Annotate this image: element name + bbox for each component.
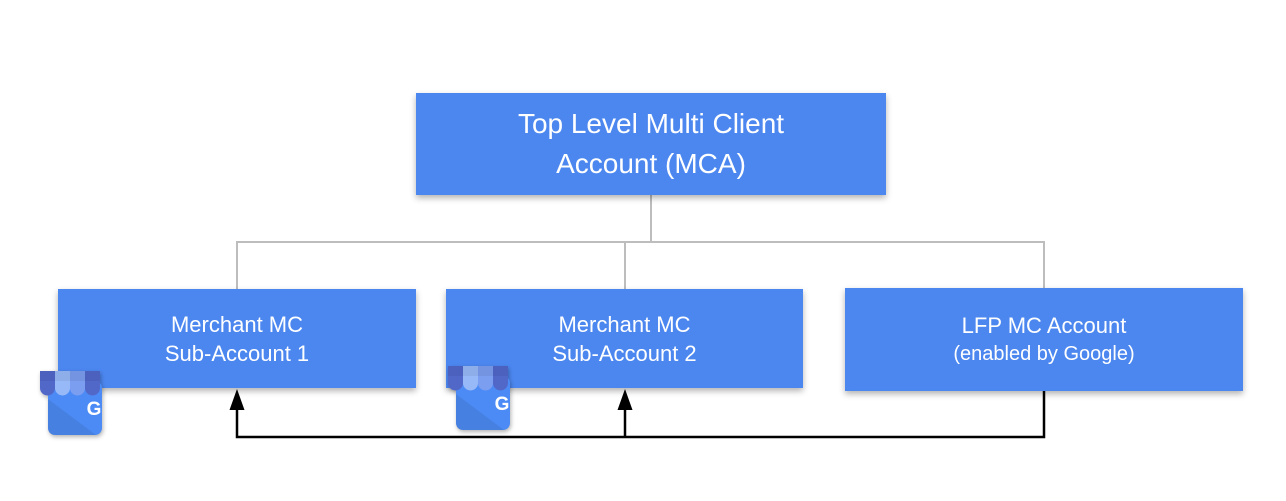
node-top-level-mca-line2: Account (MCA) [556,148,746,179]
node-lfp-line2: (enabled by Google) [953,342,1135,365]
google-my-business-icon: G [38,367,112,435]
node-sub2-line1: Merchant MC [558,311,691,337]
arrowhead-to-sub1 [229,389,245,410]
google-my-business-icon: G [446,362,520,430]
node-lfp-line1: LFP MC Account [961,312,1127,338]
storefront-fold-shadow [48,399,96,435]
storefront-icon: G [40,371,102,435]
node-top-level-mca-line1: Top Level Multi Client [517,108,785,139]
node-top-level-mca: Top Level Multi Client Account (MCA) [416,93,886,195]
node-lfp-mc-account: LFP MC Account (enabled by Google) [845,288,1243,391]
storefront-icon: G [448,366,510,430]
storefront-awning [40,371,100,396]
storefront-awning [448,366,508,391]
node-sub1-line2: Sub-Account 1 [164,340,310,366]
node-sub1-line1: Merchant MC [170,311,304,337]
node-merchant-sub-account-1: Merchant MC Sub-Account 1 [58,289,416,388]
node-sub2-line2: Sub-Account 2 [552,340,697,366]
arrowhead-to-sub2 [617,389,633,410]
google-g-letter: G [87,399,102,420]
google-g-letter: G [495,394,510,415]
lfp-feedback-line [235,391,1046,439]
